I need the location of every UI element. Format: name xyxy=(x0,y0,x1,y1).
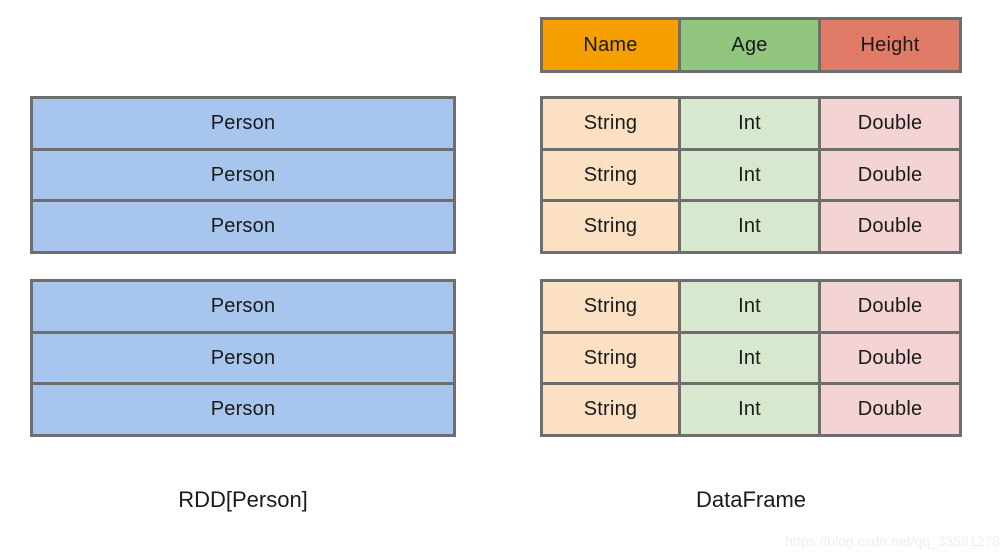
dataframe-row: String Int Double xyxy=(543,99,959,151)
dataframe-cell-age: Int xyxy=(681,333,821,383)
dataframe-header-cell-age: Age xyxy=(681,20,821,70)
dataframe-row: String Int Double xyxy=(543,282,959,334)
dataframe-cell-name: String xyxy=(543,282,681,331)
rdd-row: Person xyxy=(33,150,453,203)
rdd-row: Person xyxy=(33,385,453,435)
dataframe-cell-name: String xyxy=(543,150,681,200)
rdd-row: Person xyxy=(33,282,453,334)
dataframe-partition-2: String Int Double String Int Double Stri… xyxy=(540,279,962,437)
dataframe-row: String Int Double xyxy=(543,202,959,252)
dataframe-cell-age: Int xyxy=(681,202,821,252)
rdd-partition-2: Person Person Person xyxy=(30,279,456,437)
dataframe-header-cell-name: Name xyxy=(543,20,681,70)
rdd-row: Person xyxy=(33,333,453,386)
watermark-url: https://blog.csdn.net/qq_33581278 xyxy=(785,533,1000,549)
dataframe-row: String Int Double xyxy=(543,150,959,203)
dataframe-cell-age: Int xyxy=(681,99,821,148)
dataframe-cell-name: String xyxy=(543,202,681,252)
dataframe-cell-age: Int xyxy=(681,282,821,331)
dataframe-row: String Int Double xyxy=(543,385,959,435)
dataframe-row: String Int Double xyxy=(543,333,959,386)
dataframe-header-cell-height: Height xyxy=(821,20,959,70)
dataframe-cell-height: Double xyxy=(821,150,959,200)
dataframe-caption: DataFrame xyxy=(695,487,807,512)
dataframe-cell-height: Double xyxy=(821,99,959,148)
dataframe-partition-1: String Int Double String Int Double Stri… xyxy=(540,96,962,254)
rdd-row: Person xyxy=(33,99,453,151)
dataframe-cell-height: Double xyxy=(821,333,959,383)
rdd-row: Person xyxy=(33,202,453,252)
dataframe-cell-age: Int xyxy=(681,150,821,200)
dataframe-cell-height: Double xyxy=(821,282,959,331)
dataframe-header-block: Name Age Height xyxy=(540,17,962,73)
dataframe-cell-age: Int xyxy=(681,385,821,435)
dataframe-cell-name: String xyxy=(543,333,681,383)
dataframe-header-row: Name Age Height xyxy=(543,20,959,70)
dataframe-cell-name: String xyxy=(543,99,681,148)
dataframe-cell-name: String xyxy=(543,385,681,435)
rdd-partition-1: Person Person Person xyxy=(30,96,456,254)
rdd-caption: RDD[Person] xyxy=(178,487,308,512)
dataframe-cell-height: Double xyxy=(821,385,959,435)
dataframe-cell-height: Double xyxy=(821,202,959,252)
